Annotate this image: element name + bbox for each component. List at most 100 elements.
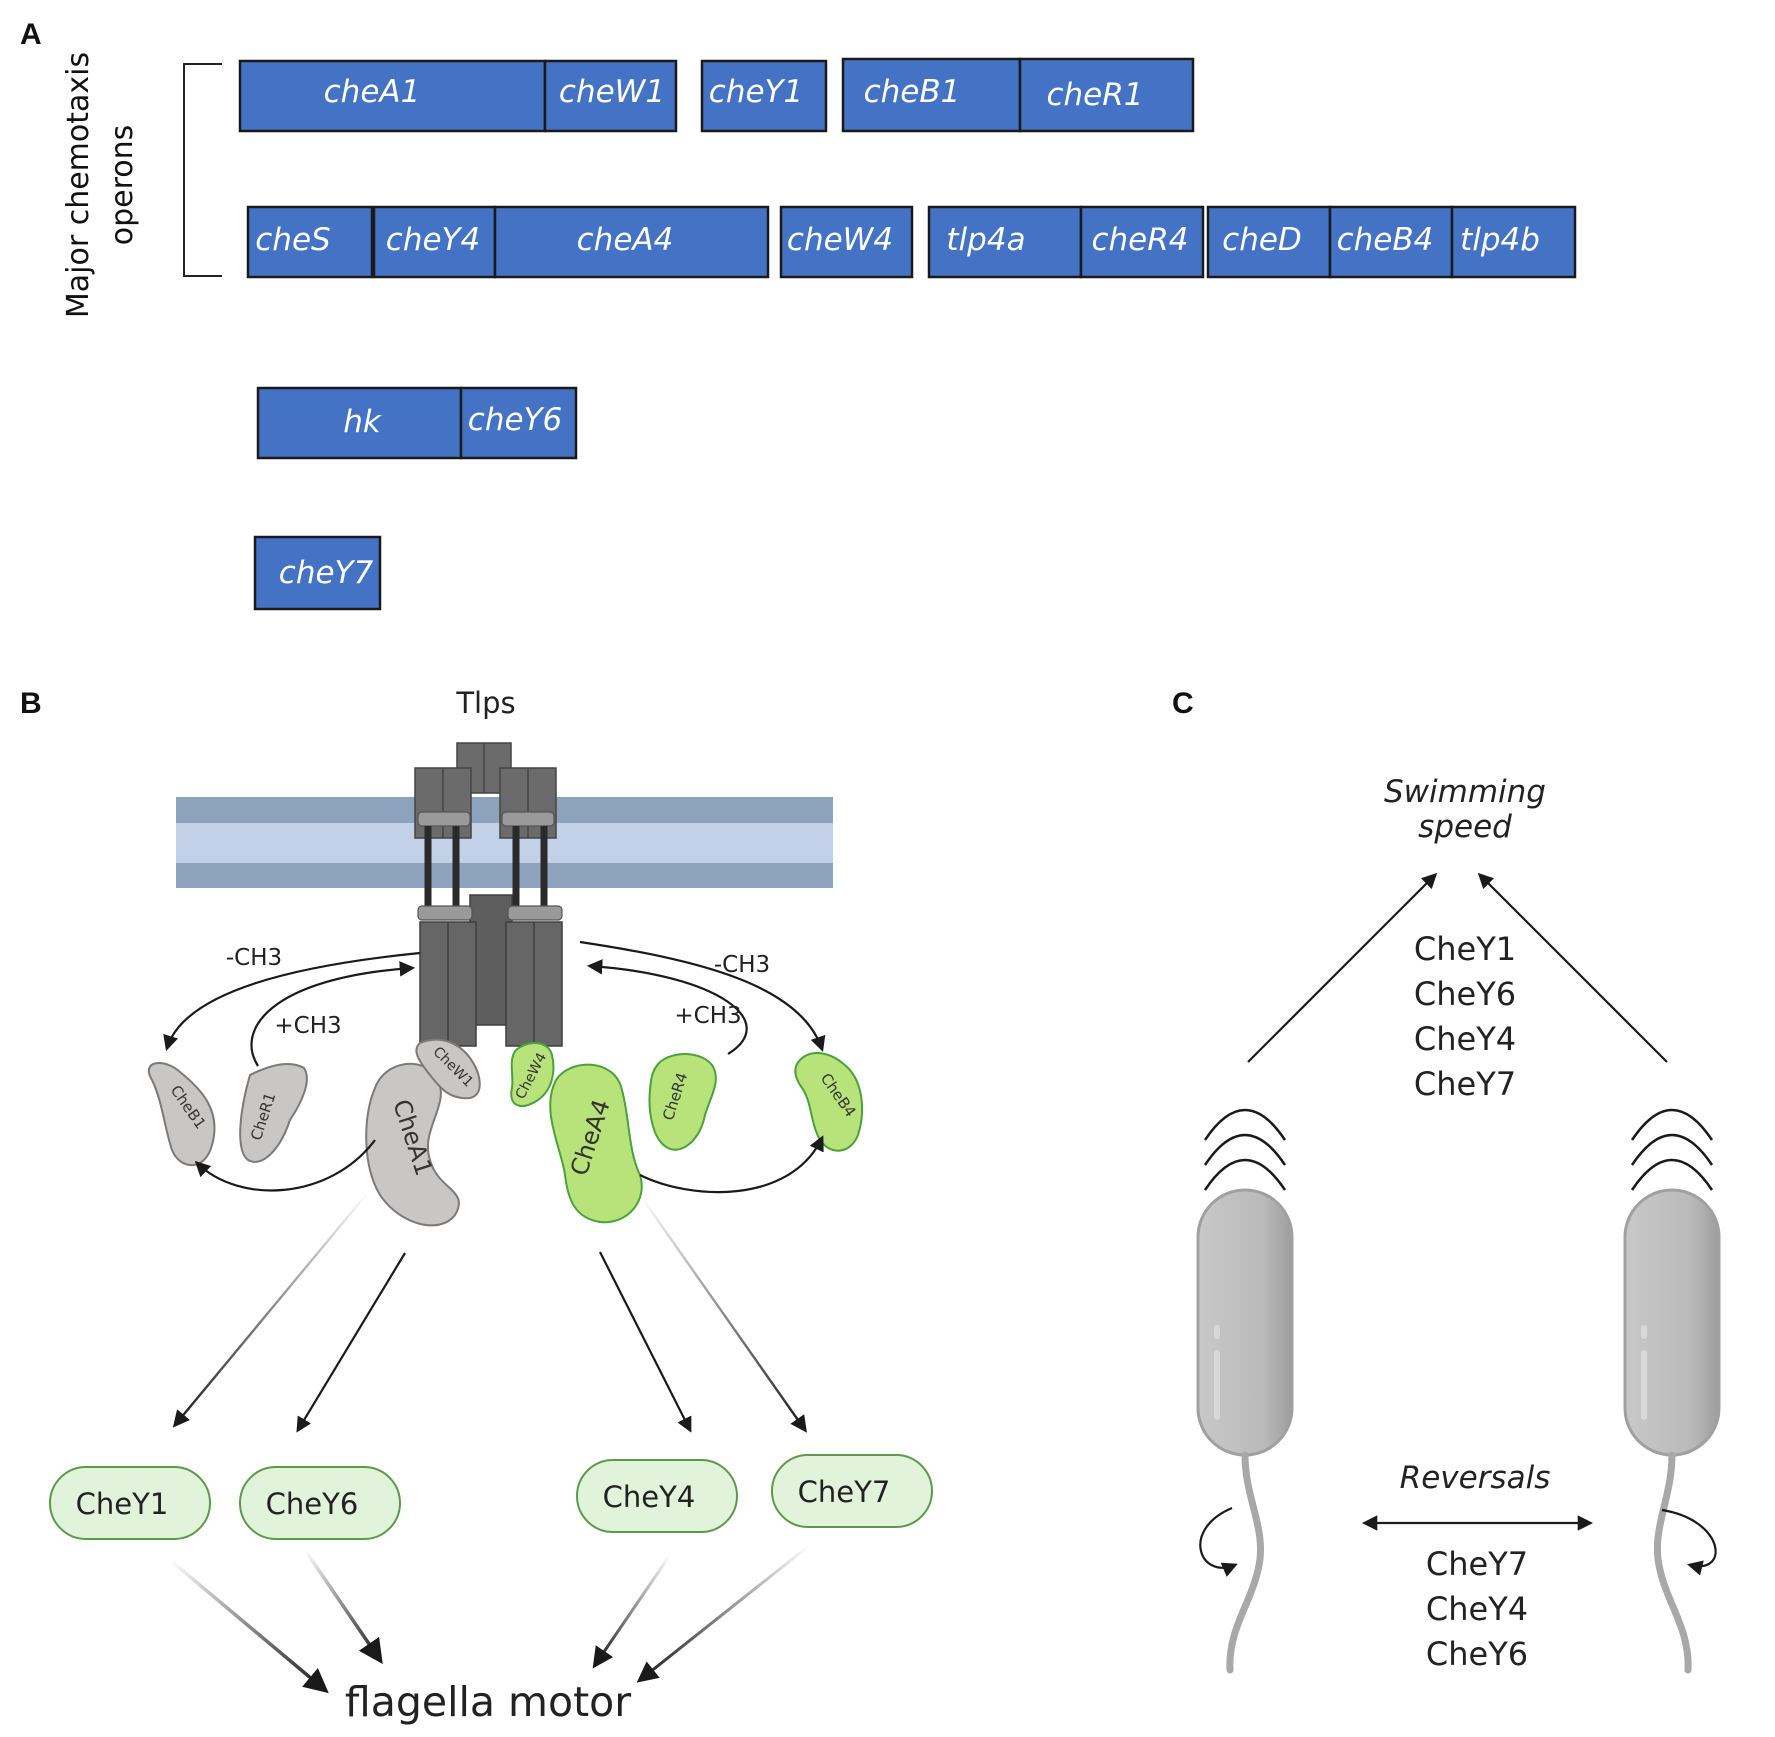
cheA4-protein: CheA4 <box>549 1063 643 1224</box>
gene-box <box>246 205 374 279</box>
flagellum <box>1226 1451 1265 1674</box>
cheR1-protein: CheR1 <box>239 1063 308 1163</box>
gene-box <box>1206 205 1332 279</box>
gene-label: cheA4 <box>577 222 674 258</box>
cell-body <box>1196 1188 1294 1457</box>
minus-ch3-left: -CH3 <box>226 945 282 971</box>
operon-bracket <box>183 63 222 277</box>
gene-box <box>253 535 382 611</box>
gene-box <box>493 205 770 279</box>
gene-label: cheY1 <box>709 74 803 110</box>
chey1-to-motor-arrow <box>168 1558 329 1694</box>
demethylation-arrow-right <box>579 940 826 1052</box>
chey4-pill: CheY4 <box>576 1459 738 1533</box>
tlps-label: Tlps <box>455 686 515 720</box>
chey7-pill: CheY7 <box>771 1454 933 1528</box>
gene-label: cheB4 <box>1337 222 1434 258</box>
panel-label-b: B <box>20 687 42 720</box>
chey1-pill-label: CheY1 <box>76 1487 169 1521</box>
motion-arc <box>1203 1158 1287 1191</box>
gene-box <box>700 59 828 133</box>
swimming-speed-title-line1: Swimming <box>1384 774 1546 810</box>
methylation-arrow-right <box>586 959 748 1055</box>
chey6-pill-label: CheY6 <box>266 1487 359 1521</box>
side-label: Major chemotaxis operons <box>61 52 140 318</box>
gene-label: cheR4 <box>1091 222 1188 258</box>
flagella-motor-label: flagella motor <box>345 1678 631 1726</box>
cheA1-protein: CheA1 <box>365 1062 460 1227</box>
chey7-pill-label: CheY7 <box>798 1475 891 1509</box>
chea4-to-chey7-arrow <box>639 1194 807 1433</box>
gene-label: cheB1 <box>864 74 961 110</box>
gene-box <box>779 205 914 279</box>
methylation-arrow-left <box>250 961 416 1067</box>
gene-label: cheY6 <box>468 402 562 438</box>
gene-box <box>1328 205 1454 279</box>
gene-label: cheW4 <box>787 222 893 258</box>
demethylation-arrow-left <box>163 951 421 1051</box>
panel-label-a: A <box>20 18 42 51</box>
chea4-to-cheb4-arrow <box>639 1135 824 1194</box>
swimming-speed-title-line2: speed <box>1418 809 1512 845</box>
chea1-to-chey6-arrow <box>296 1252 406 1433</box>
panel-label-c: C <box>1172 687 1194 720</box>
gene-box <box>459 386 578 460</box>
gene-label: hk <box>343 404 382 440</box>
reversal-chey-3: CheY6 <box>1426 1635 1528 1673</box>
gene-box <box>372 205 497 279</box>
tlp-receptor <box>414 742 563 1047</box>
flagellum <box>1653 1451 1692 1674</box>
gene-label: tlp4a <box>946 222 1025 258</box>
gene-box <box>1018 57 1195 133</box>
gene-label: cheA1 <box>324 74 421 110</box>
speed-chey-4: CheY7 <box>1414 1065 1516 1103</box>
bacterium-left <box>1196 1108 1294 1674</box>
chea1-to-cheb1-arrow <box>194 1139 376 1192</box>
cheB4-protein: CheB4 <box>794 1052 864 1152</box>
motion-arc <box>1630 1158 1714 1191</box>
chea4-to-chey4-arrow <box>599 1251 692 1433</box>
cheB1-protein: CheB1 <box>147 1061 216 1167</box>
reversals-title: Reversals <box>1400 1460 1551 1496</box>
speed-arrow-right <box>1477 872 1668 1063</box>
gene-label: cheS <box>255 222 330 258</box>
bacterium-right <box>1623 1108 1721 1674</box>
cell-body <box>1623 1188 1721 1457</box>
speed-chey-3: CheY4 <box>1414 1020 1516 1058</box>
cheW4-protein: CheW4 <box>510 1042 555 1107</box>
side-label-line2: operons <box>105 125 140 246</box>
chey6-to-motor-arrow <box>303 1549 383 1665</box>
gene-label: cheY7 <box>279 555 374 591</box>
motion-arc <box>1630 1108 1714 1141</box>
gene-label: cheD <box>1222 222 1302 258</box>
motion-arc <box>1630 1133 1714 1166</box>
reversal-chey-2: CheY4 <box>1426 1590 1528 1628</box>
chey4-pill-label: CheY4 <box>603 1480 696 1514</box>
minus-ch3-right: -CH3 <box>714 952 770 978</box>
plus-ch3-right: +CH3 <box>674 1003 741 1029</box>
gene-box <box>543 59 678 133</box>
gene-label: tlp4b <box>1460 222 1540 258</box>
speed-chey-1: CheY1 <box>1414 930 1516 968</box>
operon-1: cheA1 cheW1 cheY1 cheB1 cheR1 <box>238 57 1195 133</box>
chey1-pill: CheY1 <box>49 1466 211 1540</box>
gene-box <box>927 205 1083 279</box>
side-label-line1: Major chemotaxis <box>61 52 96 318</box>
cheR4-protein: CheR4 <box>648 1053 717 1151</box>
gene-box <box>1079 205 1205 279</box>
speed-arrow-left <box>1247 872 1438 1063</box>
motion-arc <box>1203 1133 1287 1166</box>
gene-label: cheR1 <box>1046 77 1143 113</box>
plus-ch3-left: +CH3 <box>274 1013 341 1039</box>
membrane-inner-leaflet <box>176 863 833 888</box>
gene-label: cheY4 <box>386 222 480 258</box>
speed-chey-2: CheY6 <box>1414 975 1516 1013</box>
chea1-to-chey1-arrow <box>172 1189 371 1428</box>
chey4-to-motor-arrow <box>592 1554 672 1669</box>
chey7-to-motor-arrow <box>636 1543 811 1683</box>
rotation-arrow <box>1661 1508 1717 1576</box>
gene-box <box>1450 205 1577 279</box>
chey6-pill: CheY6 <box>239 1466 401 1540</box>
reversal-chey-1: CheY7 <box>1426 1545 1528 1583</box>
